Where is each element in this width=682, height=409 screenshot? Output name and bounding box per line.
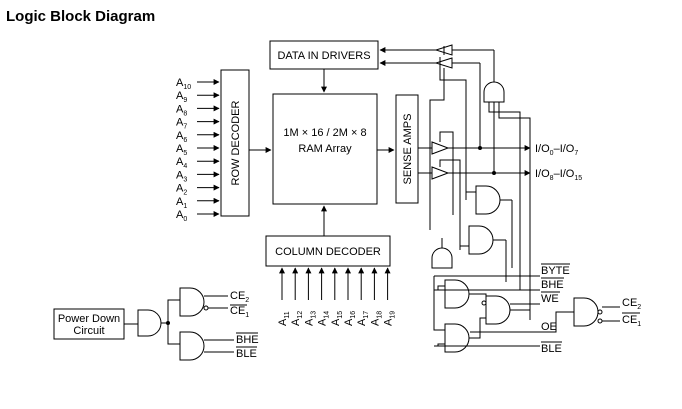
ram-array-size-label: 1M × 16 / 2M × 8 — [283, 127, 366, 139]
pd-ce2-label: CE2 — [230, 290, 249, 304]
byte-enable-gate-1 — [466, 185, 513, 268]
byte-label: BYTE — [541, 265, 570, 277]
chip-enable-gate-right — [573, 297, 603, 327]
row-address-label: A7 — [176, 117, 187, 131]
column-decoder-label: COLUMN DECODER — [275, 246, 381, 258]
control-gate-upper — [444, 279, 470, 309]
input-buffer-upper — [379, 44, 494, 56]
data-in-drivers-label: DATA IN DRIVERS — [277, 50, 370, 62]
row-address-label: A0 — [176, 209, 187, 223]
sense-amps-label: SENSE AMPS — [402, 114, 414, 185]
oe-label: OE — [541, 321, 557, 333]
ram-array-block: 1M × 16 / 2M × 8 RAM Array — [272, 93, 378, 205]
power-down-gate-ce — [179, 287, 228, 317]
column-address-label: A14 — [317, 311, 331, 326]
input-enable-gate — [483, 81, 505, 103]
ram-array-label: RAM Array — [298, 143, 352, 155]
power-down-label-line2: Circuit — [73, 325, 104, 337]
we-label: WE — [541, 293, 559, 305]
column-address-label: A12 — [290, 311, 304, 326]
sense-amps-block: SENSE AMPS — [395, 94, 419, 204]
output-buffer-high — [418, 166, 531, 180]
ce1-right-label: CE1 — [622, 314, 641, 328]
column-address-label: A19 — [383, 311, 397, 326]
data-in-drivers-block: DATA IN DRIVERS — [269, 40, 379, 70]
column-address-label: A18 — [369, 311, 383, 326]
power-down-gate-byte — [179, 331, 234, 361]
row-address-label: A5 — [176, 143, 187, 157]
column-address-label: A17 — [356, 311, 370, 326]
byte-enable-gate-2 — [460, 225, 507, 282]
output-buffer-low — [418, 141, 531, 155]
io-high-label: I/O8–I/O15 — [535, 168, 582, 182]
row-address-label: A8 — [176, 103, 187, 117]
power-down-circuit-block: Power Down Circuit — [53, 308, 125, 340]
io-low-label: I/O0–I/O7 — [535, 143, 578, 157]
power-down-label-line1: Power Down — [58, 313, 120, 325]
column-decoder-block: COLUMN DECODER — [265, 235, 391, 267]
pd-bhe-label: BHE — [236, 334, 259, 346]
row-address-label: A2 — [176, 183, 187, 197]
input-buffer-lower — [379, 57, 480, 69]
column-address-label: A16 — [343, 311, 357, 326]
lower-and-gate-small — [431, 238, 453, 269]
pd-ce1-label: CE1 — [230, 305, 249, 319]
bhe-label: BHE — [541, 279, 564, 291]
column-address-label: A15 — [330, 311, 344, 326]
ble-label: BLE — [541, 343, 562, 355]
row-decoder-label: ROW DECODER — [230, 100, 242, 185]
row-address-label: A6 — [176, 130, 187, 144]
column-address-label: A13 — [303, 311, 317, 326]
row-address-label: A3 — [176, 169, 187, 183]
row-decoder-block: ROW DECODER — [220, 69, 250, 217]
ce2-right-label: CE2 — [622, 297, 641, 311]
power-down-gate-main — [137, 309, 162, 337]
control-gate-we — [481, 295, 511, 325]
row-address-label: A4 — [176, 156, 187, 170]
pd-ble-label: BLE — [236, 348, 257, 360]
column-address-label: A11 — [277, 311, 291, 326]
row-address-label: A10 — [176, 77, 191, 91]
control-gate-lower — [444, 323, 470, 353]
row-address-label: A1 — [176, 196, 187, 210]
diagram-title: Logic Block Diagram — [6, 8, 155, 25]
row-address-label: A9 — [176, 90, 187, 104]
